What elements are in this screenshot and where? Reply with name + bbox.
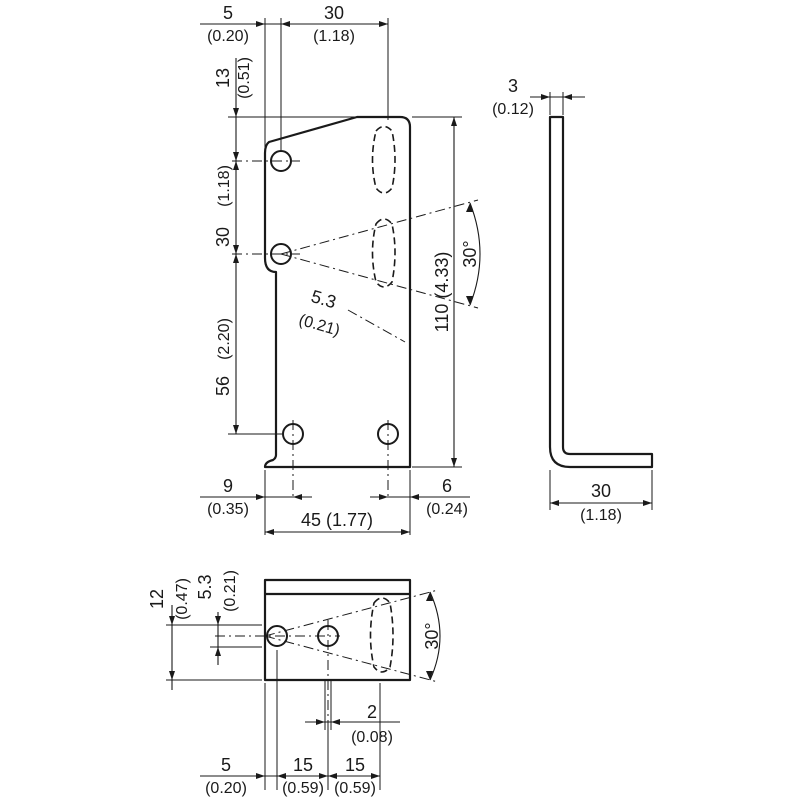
dim-6-inch: (0.24): [426, 501, 468, 518]
dim-plan-15b-mm: 15: [345, 755, 365, 775]
curved-slot: [371, 125, 396, 194]
dim-30-inch: (1.18): [313, 28, 355, 45]
dim-side-leg: 30 (1.18): [549, 470, 653, 524]
angle-line: [280, 253, 479, 309]
mounting-hole: [266, 625, 288, 647]
dim-2-mm: 2: [367, 702, 377, 722]
dim-plan-5-3-inch: (0.21): [222, 570, 239, 612]
angle-front-label: 30°: [460, 240, 480, 267]
dim-5-3-mm: 5.3: [309, 286, 339, 312]
dim-2-inch: (0.08): [351, 729, 393, 746]
dim-9-mm: 9: [223, 476, 233, 496]
plan-view-outline: [263, 578, 412, 682]
dim-plan-15a-inch: (0.59): [282, 780, 324, 797]
side-view-profile: [548, 115, 654, 469]
curved-slot: [371, 218, 396, 288]
curved-slot: [369, 597, 394, 673]
angle-line: [280, 199, 479, 255]
mounting-hole: [270, 243, 292, 265]
dim-13-inch: (0.51): [236, 57, 253, 99]
dim-56-inch: (2.20): [216, 318, 233, 360]
dim-56-mm: 56: [213, 376, 233, 396]
dim-side-30-mm: 30: [591, 481, 611, 501]
dim-9-inch: (0.35): [207, 501, 249, 518]
angle-plan-label: 30°: [422, 622, 442, 649]
dim-plan-15b-inch: (0.59): [334, 780, 376, 797]
dim-plan-5-mm: 5: [221, 755, 231, 775]
dim-110: 110 (4.33): [412, 116, 462, 468]
dim-thickness: 3 (0.12): [492, 76, 585, 118]
dim-5-mm: 5: [223, 3, 233, 23]
dim-110-label: 110 (4.33): [432, 252, 452, 333]
dim-5-inch: (0.20): [207, 28, 249, 45]
dim-13: 13 (0.51): [213, 57, 400, 161]
plan-view: [215, 578, 439, 730]
dim-3-mm: 3: [508, 76, 518, 96]
front-view: [232, 115, 479, 500]
dim-angle-plan: 30°: [422, 591, 442, 681]
dim-bottom: 9 (0.35) 6 (0.24) 45 (1.77): [200, 470, 470, 535]
dim-slot-5-3: 5.3 (0.21): [297, 286, 342, 339]
dim-30-vertical: 30 (1.18): [213, 161, 239, 254]
dim-30v-mm: 30: [213, 227, 233, 247]
dim-5-3-inch: (0.21): [297, 312, 342, 340]
dim-top: 5 (0.20) 30 (1.18): [200, 3, 389, 150]
dim-plan-5-inch: (0.20): [205, 780, 247, 797]
angle-line: [264, 589, 439, 637]
dim-angle-front: 30°: [460, 202, 481, 306]
dim-plan-15a-mm: 15: [293, 755, 313, 775]
dim-plan-gap: 2 (0.08): [305, 680, 400, 746]
dim-side-30-inch: (1.18): [580, 507, 622, 524]
angle-line: [264, 635, 439, 683]
dim-56: 56 (2.20): [213, 254, 282, 435]
dim-45-label: 45 (1.77): [301, 510, 373, 530]
dim-30-mm: 30: [324, 3, 344, 23]
mounting-hole: [270, 150, 292, 172]
dim-3-inch: (0.12): [492, 101, 534, 118]
dim-12-inch: (0.47): [174, 578, 191, 620]
dim-plan-bottom: 5 (0.20) 15 (0.59) 15 (0.59): [200, 650, 381, 797]
side-view: [548, 115, 654, 469]
dim-plan-left: 12 (0.47) 5.3 (0.21): [147, 570, 262, 690]
dim-plan-5-3-mm: 5.3: [195, 574, 215, 599]
slot-width-line: [347, 309, 406, 343]
front-view-outline: [263, 115, 412, 469]
dim-6-mm: 6: [442, 476, 452, 496]
dim-30v-inch: (1.18): [216, 165, 233, 207]
dim-12-mm: 12: [147, 589, 167, 609]
dim-13-mm: 13: [213, 68, 233, 88]
